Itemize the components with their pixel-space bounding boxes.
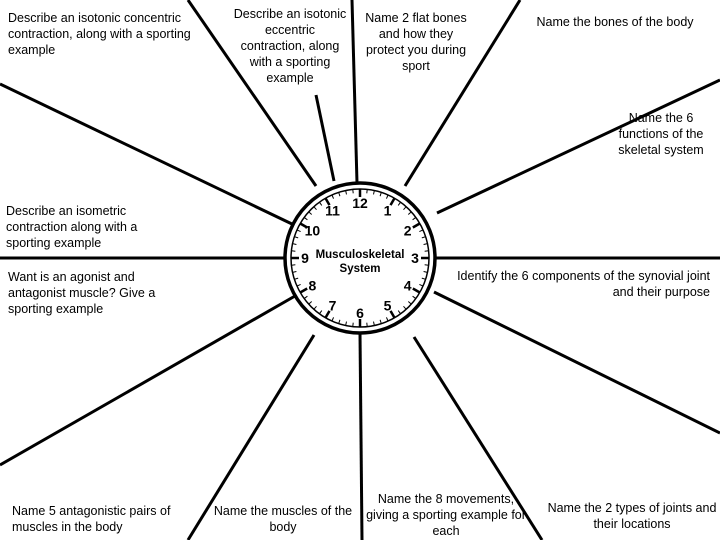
spoke-line-functions	[436, 78, 720, 215]
clock-numeral-5: 5	[384, 298, 392, 314]
clock-minute-tick	[294, 236, 299, 239]
prompt-synovial: Identify the 6 components of the synovia…	[457, 269, 710, 299]
spoke-line-left-lower	[0, 294, 296, 467]
clock-minute-tick	[338, 319, 341, 324]
clock-minute-tick	[319, 201, 323, 206]
clock-numeral-1: 1	[384, 202, 392, 218]
clock-tick-marks	[291, 189, 429, 327]
clock-minute-tick	[313, 305, 317, 310]
prompt-functions: Name the 6 functions of the skeletal sys…	[618, 111, 704, 157]
clock-hour-tick	[412, 222, 421, 229]
clock-minute-tick	[421, 236, 426, 239]
clock-numeral-9: 9	[301, 250, 309, 266]
clock-hour-tick	[299, 287, 308, 294]
prompt-flat-bones: Name 2 flat bones and how they protect y…	[365, 11, 467, 73]
clock-numeral-10: 10	[305, 223, 321, 239]
clock-hour-tick	[389, 197, 396, 206]
clock-minute-tick	[407, 211, 412, 215]
clock-numeral-3: 3	[411, 250, 419, 266]
clock-minute-tick	[308, 211, 313, 215]
spoke-line-right-lower	[433, 290, 720, 435]
clock-minute-tick	[296, 229, 301, 233]
prompt-eccentric: Describe an isotonic eccentric contracti…	[233, 7, 347, 85]
clock-minute-tick	[373, 321, 375, 326]
clock-minute-tick	[319, 310, 323, 315]
clock-hour-tick	[324, 310, 331, 319]
clock-minute-tick	[313, 206, 317, 211]
prompt-muscles: Name the muscles of the body	[213, 504, 353, 534]
spoke-line-isometric	[0, 82, 293, 226]
spoke-line-bones	[403, 0, 522, 187]
clock-minute-tick	[292, 271, 297, 273]
prompt-bones: Name the bones of the body	[536, 15, 694, 29]
clock-minute-tick	[303, 217, 308, 221]
clock-numeral-2: 2	[404, 223, 412, 239]
prompt-concentric: Describe an isotonic concentric contract…	[8, 11, 191, 57]
clock-minute-tick	[345, 321, 347, 326]
clock-minute-tick	[423, 243, 428, 245]
clock-minute-tick	[419, 229, 424, 233]
center-title-line2: System	[339, 263, 381, 275]
clock-minute-tick	[397, 310, 401, 315]
spoke-line-muscles	[186, 334, 316, 540]
clock-minute-tick	[403, 206, 407, 211]
clock-minute-tick	[308, 301, 313, 305]
clock-hour-tick	[299, 222, 308, 229]
clock-minute-tick	[303, 295, 308, 299]
center-title: Musculoskeletal System	[300, 248, 420, 276]
clock-minute-tick	[412, 295, 417, 299]
clock-minute-tick	[379, 319, 382, 324]
clock-minute-tick	[294, 277, 299, 280]
clock-hour-tick	[412, 287, 421, 294]
clock-hour-tick	[389, 310, 396, 319]
spoke-line-concentric	[186, 0, 318, 187]
clock-minute-tick	[419, 283, 424, 287]
clock-minute-tick	[397, 201, 401, 206]
clock-minute-tick	[407, 301, 412, 305]
clock-minute-tick	[331, 317, 335, 322]
spoke-line-joints	[412, 336, 544, 540]
clock-numeral-8: 8	[308, 278, 316, 294]
clock-minute-tick	[423, 271, 428, 273]
clock-minute-tick	[296, 283, 301, 287]
prompt-antagonistic-pairs: Name 5 antagonistic pairs of muscles in …	[12, 504, 171, 534]
spoke-line-movements	[358, 332, 364, 540]
spoke-line-eccentric	[314, 94, 336, 182]
clock-numeral-7: 7	[329, 298, 337, 314]
clock-numeral-4: 4	[404, 278, 412, 294]
clock-minute-tick	[331, 194, 335, 199]
clock-minute-tick	[292, 243, 297, 245]
clock-minute-tick	[373, 190, 375, 195]
clock-minute-tick	[412, 217, 417, 221]
prompt-movements: Name the 8 movements, giving a sporting …	[366, 492, 526, 538]
clock-numeral-6: 6	[356, 305, 364, 321]
clock-minute-tick	[385, 194, 389, 199]
center-title-line1: Musculoskeletal	[315, 249, 405, 261]
prompt-joints: Name the 2 types of joints and their loc…	[547, 501, 717, 531]
clock-minute-tick	[338, 192, 341, 197]
clock-minute-tick	[345, 190, 347, 195]
prompt-isometric: Describe an isometric contraction along …	[6, 204, 138, 250]
clock-numeral-11: 11	[325, 202, 340, 218]
clock-minute-tick	[403, 305, 407, 310]
prompt-agonist: Want is an agonist and antagonist muscle…	[8, 270, 156, 316]
clock-hour-tick	[324, 197, 331, 206]
spoke-line-flat-bones	[350, 0, 359, 184]
clock-numeral-12: 12	[352, 195, 368, 211]
clock-minute-tick	[385, 317, 389, 322]
clock-minute-tick	[379, 192, 382, 197]
clock-minute-tick	[421, 277, 426, 280]
